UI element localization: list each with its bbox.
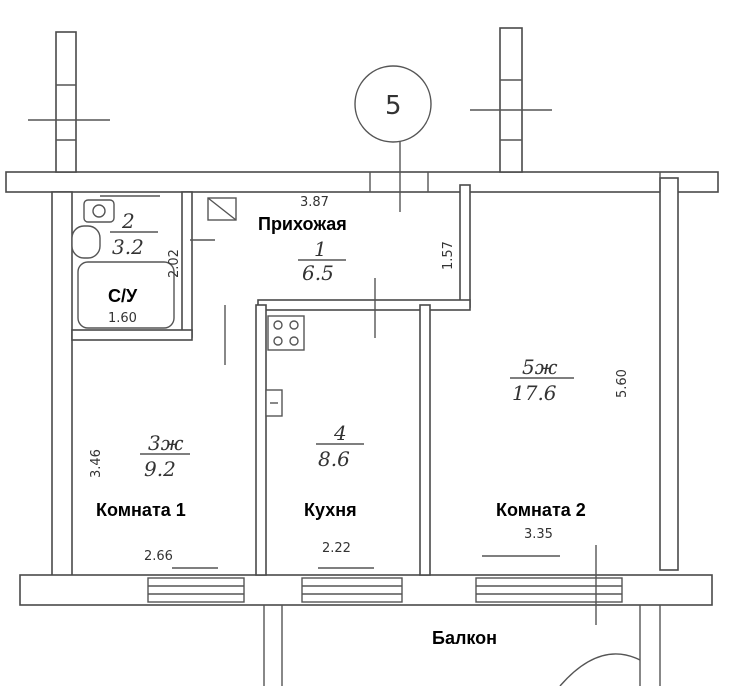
room-width: 2.66 — [144, 549, 173, 564]
section-marker: 5 — [354, 65, 432, 212]
kitchen-right-partition — [419, 304, 431, 576]
toilet-icon — [71, 225, 101, 259]
room-name: Прихожая — [258, 214, 347, 234]
room-area: 9.2 — [144, 457, 176, 481]
partitions — [71, 184, 471, 576]
bathroom-partition — [181, 191, 193, 338]
left-column — [55, 31, 77, 173]
room-kitchen: 4 8.6 Кухня 2.22 — [304, 421, 374, 569]
right-column — [499, 27, 523, 173]
kitchen-left-partition — [255, 304, 267, 576]
stove-icon — [267, 315, 305, 351]
room-hall: 3.87 Прихожая 1 6.5 1.57 — [258, 195, 456, 285]
right-wall — [659, 177, 679, 571]
kitchen-fixtures — [265, 315, 305, 417]
room-width: 2.22 — [322, 541, 351, 556]
room-area: 3.2 — [112, 235, 144, 259]
room-area: 17.6 — [512, 381, 557, 405]
bathroom-bottom-partition — [71, 329, 193, 341]
balcony-arc — [559, 653, 641, 686]
hall-room2-partition — [459, 184, 471, 308]
room-height: 2.02 — [167, 249, 182, 278]
room-name: Комната 1 — [96, 500, 186, 520]
room-number: 4 — [333, 421, 347, 445]
window-room2 — [475, 577, 623, 603]
room-width: 3.35 — [524, 527, 553, 542]
room-height: 5.60 — [615, 369, 630, 398]
room-name: С/У — [108, 286, 138, 306]
room-width: 1.60 — [108, 311, 137, 326]
section-number: 5 — [385, 91, 402, 121]
hall-bottom-partition — [257, 299, 471, 311]
room-number: 1 — [314, 237, 327, 261]
room-number: 3ж — [148, 431, 184, 455]
room-room2: 5ж 17.6 Комната 2 3.35 5.60 — [482, 355, 630, 557]
section-marker-circle — [354, 65, 432, 143]
window-kitchen — [301, 577, 403, 603]
windows — [147, 545, 623, 625]
left-wall — [51, 191, 73, 578]
bathroom-fixtures — [71, 195, 237, 329]
room-height: 3.46 — [89, 449, 104, 478]
room-name: Комната 2 — [496, 500, 586, 520]
room-name: Кухня — [304, 500, 357, 520]
sink-icon — [83, 199, 115, 223]
room-area: 8.6 — [318, 447, 350, 471]
bathtub-icon — [77, 261, 175, 329]
room-bathroom: 2 3.2 С/У 1.60 2.02 — [108, 209, 182, 326]
balcony-name: Балкон — [432, 628, 497, 648]
room-area: 6.5 — [302, 261, 334, 285]
top-wall — [5, 171, 719, 193]
balcony — [263, 605, 661, 686]
room-width: 3.87 — [300, 195, 329, 210]
window-room1 — [147, 577, 245, 603]
room-height: 1.57 — [441, 241, 456, 270]
room-number: 2 — [121, 209, 135, 233]
room-room1: 3ж 9.2 Комната 1 2.66 3.46 — [89, 431, 218, 569]
room-number: 5ж — [522, 355, 558, 379]
